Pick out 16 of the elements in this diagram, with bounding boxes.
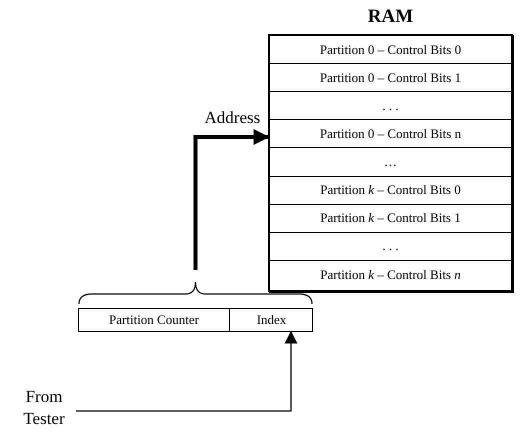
memory-row: Partition k – Control Bits 0: [270, 176, 511, 205]
memory-row: …: [270, 148, 511, 177]
table-heading: RAM: [366, 6, 414, 29]
memory-row: Partition k – Control Bits 1: [270, 204, 511, 233]
memory-row: . . .: [270, 92, 511, 120]
register-field: Partition Counter: [78, 308, 230, 332]
memory-row: . . .: [270, 232, 511, 261]
arrow: [76, 330, 298, 412]
arrow: [194, 129, 270, 270]
memory-row: Partition 0 – Control Bits 1: [270, 64, 511, 92]
source-label: From Tester: [14, 386, 74, 434]
memory-row: Partition 0 – Control Bits 0: [270, 36, 511, 64]
register-field: Index: [229, 308, 313, 332]
memory-row: Partition 0 – Control Bits n: [270, 120, 511, 148]
edge-label: Address: [204, 108, 260, 128]
memory-row: Partition k – Control Bits n: [270, 260, 511, 289]
